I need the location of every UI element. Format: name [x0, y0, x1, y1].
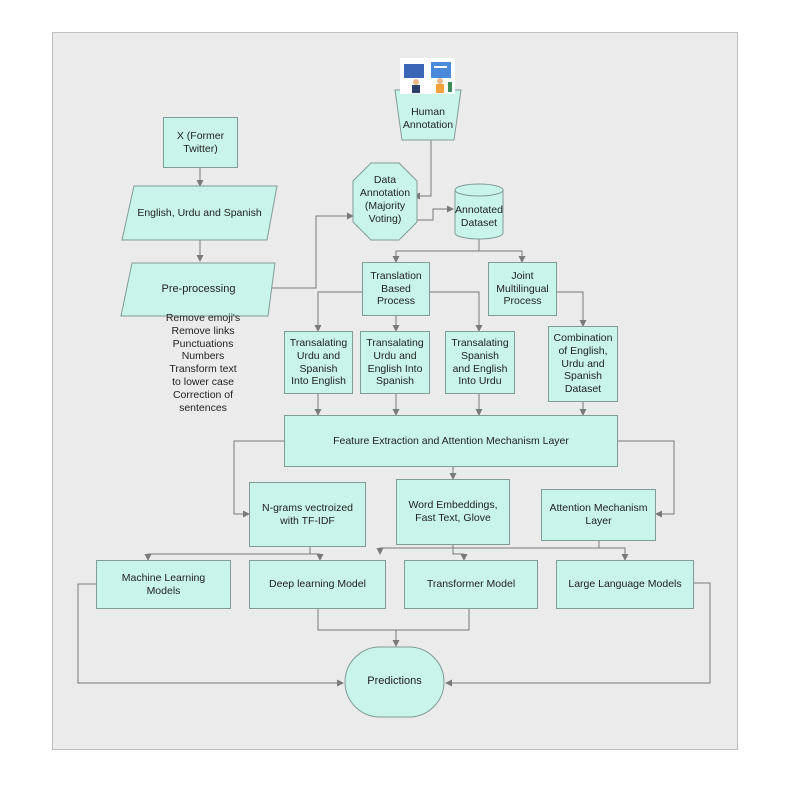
translate-to-english-node: Transalating Urdu and Spanish Into Engli… [284, 331, 353, 394]
combination-dataset-node: Combination of English, Urdu and Spanish… [548, 326, 618, 402]
human-annotation-node: Human Annotation [402, 106, 454, 131]
word-embeddings-node: Word Embeddings, Fast Text, Glove [396, 479, 510, 545]
translate-to-urdu-node: Transalating Spanish and English Into Ur… [445, 331, 515, 394]
preprocessing-steps: Remove emoji's Remove links Punctuations… [165, 312, 241, 414]
ngrams-node: N-grams vectroized with TF-IDF [249, 482, 366, 547]
dl-model-node: Deep learning Model [249, 560, 386, 609]
feature-extraction-layer-node: Feature Extraction and Attention Mechani… [284, 415, 618, 467]
joint-multilingual-node: Joint Multilingual Process [488, 262, 557, 316]
predictions-node: Predictions [367, 675, 422, 688]
x-twitter-node: X (Former Twitter) [163, 117, 238, 168]
annotated-dataset-node: Annotated Dataset [455, 204, 503, 229]
transformer-model-node: Transformer Model [404, 560, 538, 609]
attention-layer-node: Attention Mechanism Layer [541, 489, 656, 541]
translation-based-node: Translation Based Process [362, 262, 430, 316]
languages-node: English, Urdu and Spanish [137, 206, 262, 219]
llm-node: Large Language Models [556, 560, 694, 609]
translate-to-spanish-node: Transalating Urdu and English Into Spani… [360, 331, 430, 394]
preprocessing-node: Pre-processing [161, 282, 236, 295]
data-annotation-node: Data Annotation (Majority Voting) [359, 174, 411, 225]
ml-models-node: Machine Learning Models [96, 560, 231, 609]
